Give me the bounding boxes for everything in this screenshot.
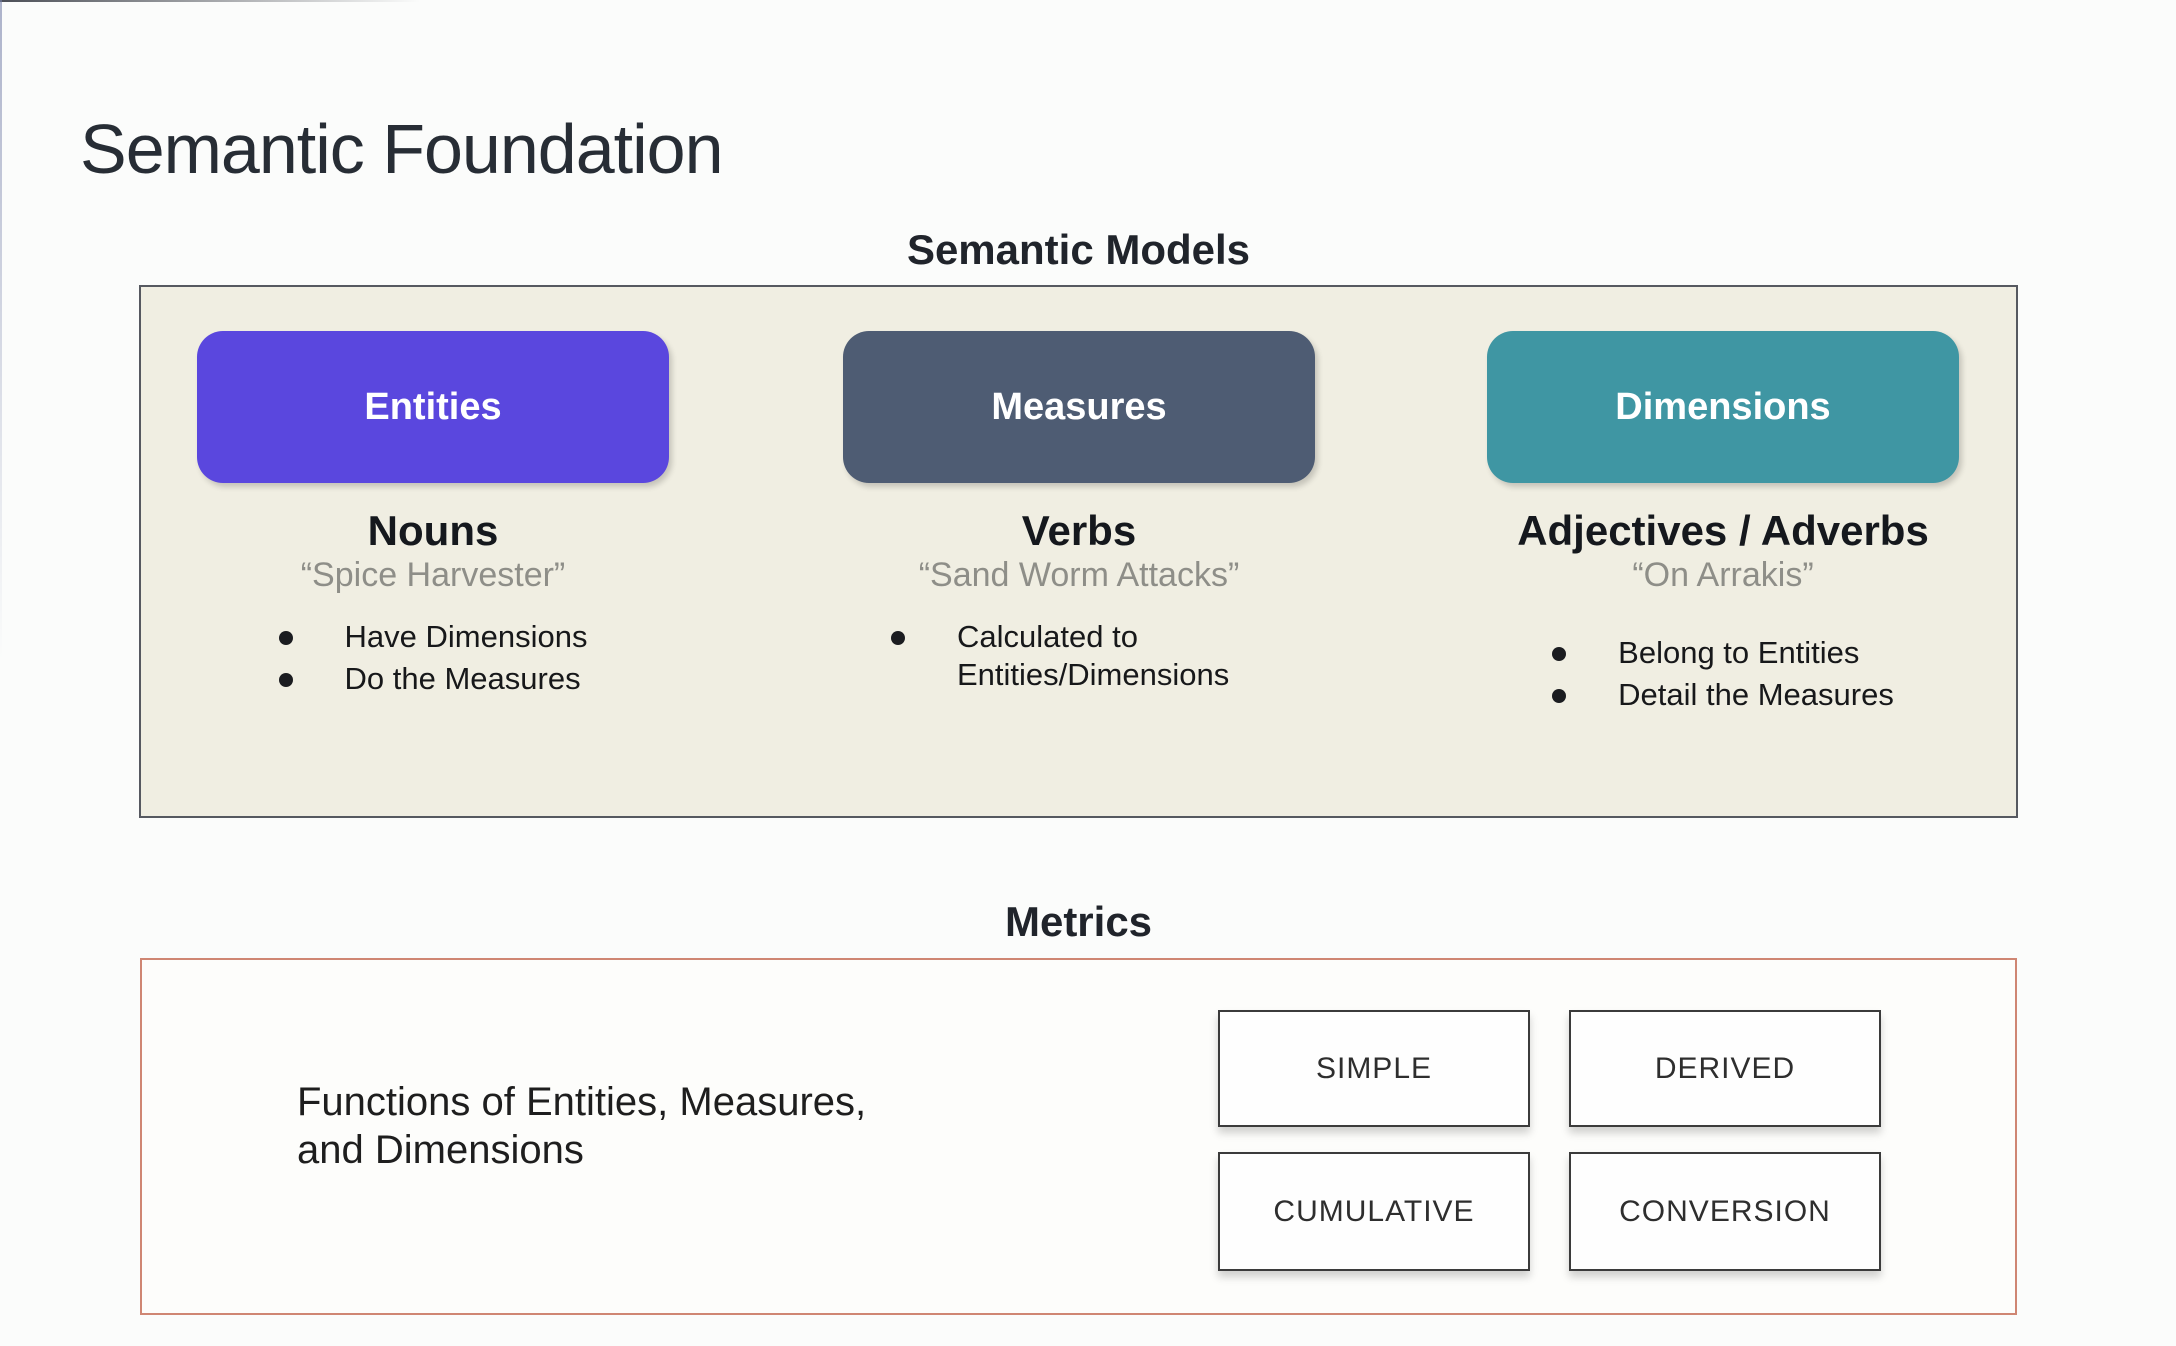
entities-pill: Entities [197,331,669,483]
bullet-icon [891,631,905,646]
bullet-item: Belong to Entities [1552,634,1894,672]
dimensions-pill: Dimensions [1487,331,1959,483]
bullet-item: Do the Measures [278,660,588,698]
semantic-models-heading: Semantic Models [906,226,1251,273]
entities-column: Entities Nouns “Spice Harvester” Have Di… [171,287,695,702]
dimensions-bullet-list: Belong to Entities Detail the Measures [1552,634,1894,714]
metrics-description-line2: and Dimensions [297,1128,584,1172]
bullet-icon [278,673,293,688]
measures-column: Measures Verbs “Sand Worm Attacks” Calcu… [817,287,1341,698]
metric-type-conversion: CONVERSION [1569,1152,1881,1271]
entities-bullet-list: Have Dimensions Do the Measures [278,618,588,698]
entities-quote: “Spice Harvester” [300,556,566,595]
bullet-icon [1552,647,1567,662]
window-edge-left [0,0,2,660]
measures-quote: “Sand Worm Attacks” [918,556,1240,595]
metrics-description-line1: Functions of Entities, Measures, [297,1080,867,1124]
semantic-models-panel: Entities Nouns “Spice Harvester” Have Di… [139,285,2018,818]
bullet-icon [1552,689,1567,704]
measures-pill: Measures [843,331,1315,483]
bullet-icon [278,631,293,646]
dimensions-column: Dimensions Adjectives / Adverbs “On Arra… [1461,287,1985,718]
metrics-heading: Metrics [1004,898,1153,945]
entities-term: Nouns [367,507,499,554]
metric-type-derived: DERIVED [1569,1010,1881,1127]
slide-title: Semantic Foundation [80,109,724,188]
measures-term: Verbs [1021,507,1137,554]
dimensions-quote: “On Arrakis” [1632,556,1814,595]
metrics-panel: Functions of Entities, Measures, and Dim… [140,958,2017,1315]
bullet-item: Calculated to Entities/Dimensions [891,618,1267,694]
measures-bullet-list: Calculated to Entities/Dimensions [891,618,1267,694]
bullet-item: Have Dimensions [278,618,587,656]
dimensions-term: Adjectives / Adverbs [1517,507,1929,554]
metrics-description: Functions of Entities, Measures, and Dim… [297,1078,866,1174]
metric-type-simple: SIMPLE [1218,1010,1530,1127]
bullet-item: Detail the Measures [1552,676,1894,714]
metric-type-cumulative: CUMULATIVE [1218,1152,1530,1271]
window-edge-top [0,0,420,2]
